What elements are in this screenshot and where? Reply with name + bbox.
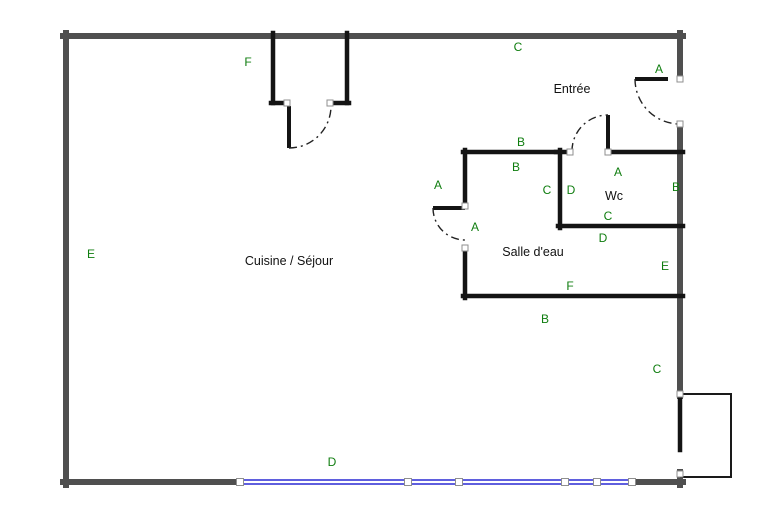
window-bay bbox=[236, 478, 633, 486]
window-marker bbox=[236, 478, 244, 486]
opening-marker bbox=[326, 99, 334, 107]
wall-label: A bbox=[613, 165, 623, 179]
opening-marker bbox=[676, 470, 684, 478]
opening-marker bbox=[461, 202, 469, 210]
opening-markers bbox=[236, 75, 684, 486]
wall-label: A bbox=[470, 220, 480, 234]
window-marker bbox=[561, 478, 569, 486]
opening-marker bbox=[676, 120, 684, 128]
balcony-outline bbox=[680, 393, 732, 478]
wall-label: F bbox=[566, 279, 574, 293]
door-leaves bbox=[287, 77, 668, 210]
door-swing-arcs bbox=[288, 78, 681, 241]
wall-label: C bbox=[603, 209, 613, 223]
opening-marker bbox=[461, 244, 469, 252]
room-label-entree: Entrée bbox=[553, 81, 591, 96]
wall-label: A bbox=[433, 178, 443, 192]
bathroom-door-swing-arc bbox=[432, 207, 466, 241]
opening-marker bbox=[604, 148, 612, 156]
opening-marker bbox=[566, 148, 574, 156]
wall-label: B bbox=[540, 312, 550, 326]
wall-label: B bbox=[516, 135, 526, 149]
room-label-salle-deau: Salle d'eau bbox=[502, 244, 564, 259]
window-marker bbox=[455, 478, 463, 486]
entry-door-swing-arc bbox=[634, 78, 681, 125]
room-label-wc: Wc bbox=[604, 188, 624, 203]
interior-walls bbox=[268, 30, 686, 453]
room-label-cuisine-sejour: Cuisine / Séjour bbox=[244, 253, 334, 268]
window-marker bbox=[628, 478, 636, 486]
wall-label: C bbox=[542, 183, 552, 197]
wall-label: D bbox=[327, 455, 337, 469]
wall-label: C bbox=[652, 362, 662, 376]
opening-marker bbox=[676, 390, 684, 398]
wc-door-swing-arc bbox=[571, 114, 609, 152]
wall-label: B bbox=[511, 160, 521, 174]
opening-marker bbox=[676, 75, 684, 83]
wall-label: A bbox=[654, 62, 664, 76]
window-bay-background bbox=[236, 478, 633, 486]
wall-label: D bbox=[566, 183, 576, 197]
wall-label: F bbox=[244, 55, 252, 69]
wall-label: C bbox=[513, 40, 523, 54]
wall-label: D bbox=[598, 231, 608, 245]
opening-marker bbox=[283, 99, 291, 107]
wall-label: E bbox=[86, 247, 96, 261]
window-marker bbox=[404, 478, 412, 486]
window-marker bbox=[593, 478, 601, 486]
duct-door-swing-arc bbox=[288, 105, 332, 149]
outer-walls bbox=[60, 30, 686, 488]
wall-label: B bbox=[671, 180, 681, 194]
wall-label: E bbox=[660, 259, 670, 273]
